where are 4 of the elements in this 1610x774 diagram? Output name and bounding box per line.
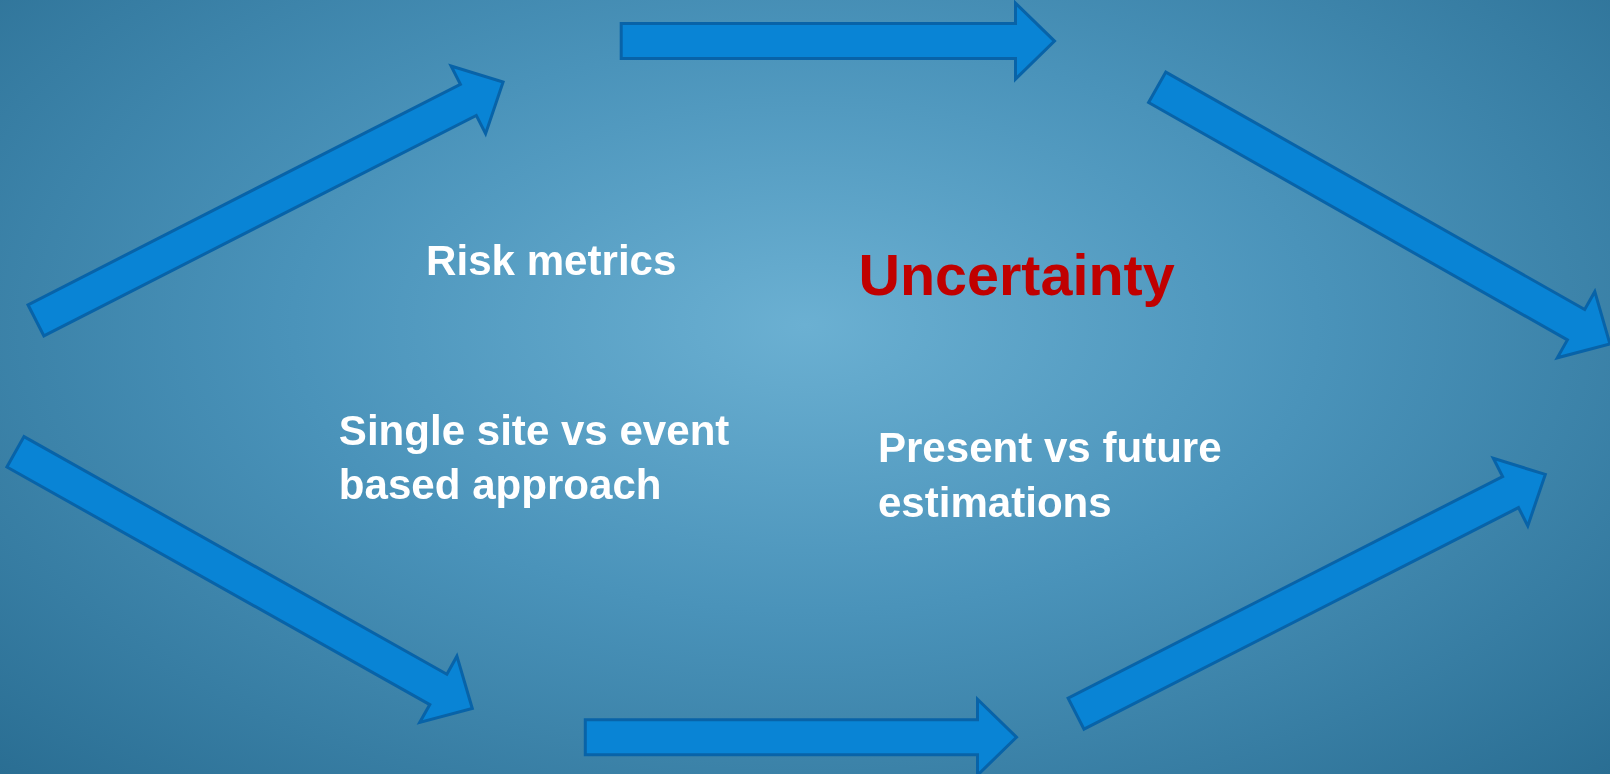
emphasis-heading: Uncertainty (858, 242, 1175, 310)
topic-label: Single site vs event based approach (338, 405, 731, 511)
topic-label: Present vs future estimations (877, 422, 1223, 528)
topic-label: Risk metrics (426, 236, 677, 287)
